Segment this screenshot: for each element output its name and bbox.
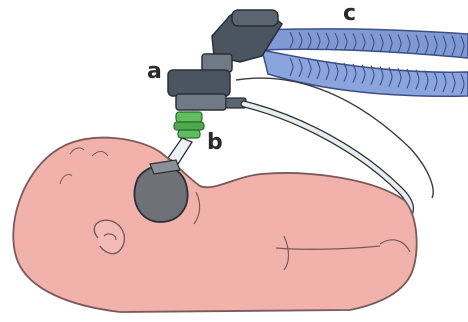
- label-b: b: [207, 132, 223, 154]
- label-a: a: [147, 61, 162, 83]
- label-c: c: [343, 3, 356, 25]
- green-adapter: [174, 112, 204, 138]
- breathing-hoses: [258, 29, 468, 96]
- infant-body: [13, 138, 416, 312]
- flow-sensor: [168, 70, 246, 110]
- infant-figure: [13, 138, 416, 312]
